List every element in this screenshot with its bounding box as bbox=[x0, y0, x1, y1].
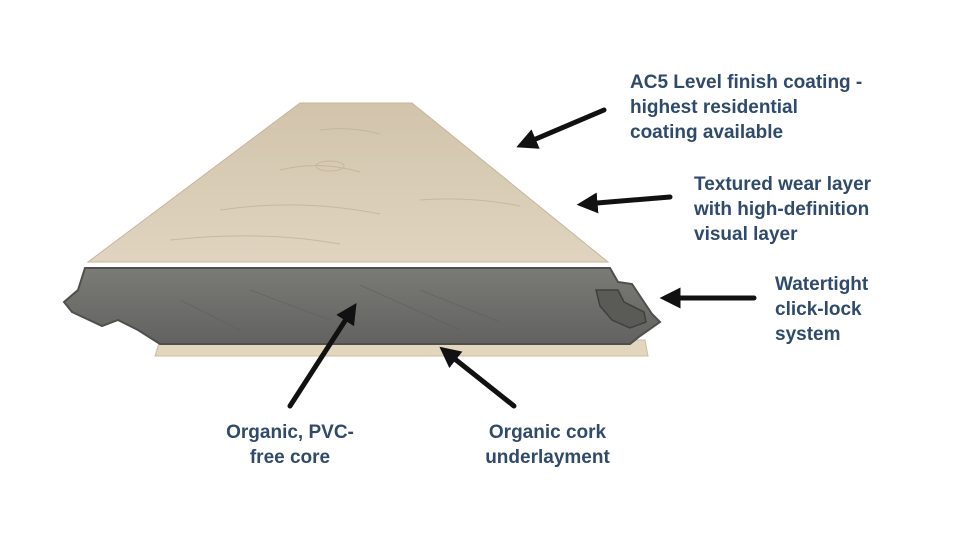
callout-underlayment: Organic cork underlayment bbox=[445, 420, 650, 470]
callout-finish-coating: AC5 Level finish coating - highest resid… bbox=[630, 70, 862, 145]
wear-layer-top bbox=[86, 102, 610, 263]
core-layer bbox=[62, 267, 662, 345]
callout-core: Organic, PVC- free core bbox=[190, 420, 390, 470]
callout-core-line-1: Organic, PVC- bbox=[226, 422, 354, 443]
arrow-finish-coating bbox=[516, 107, 607, 149]
click-lock-groove bbox=[595, 289, 647, 329]
callout-click-lock-line-1: Watertight bbox=[775, 274, 869, 295]
arrow-core bbox=[287, 302, 357, 409]
callout-finish-coating-line-1: AC5 Level finish coating - bbox=[630, 72, 863, 93]
callout-underlayment-line-2: underlayment bbox=[485, 447, 610, 468]
callout-click-lock-line-2: click-lock bbox=[775, 299, 862, 320]
core-texture bbox=[179, 284, 501, 331]
callout-wear-layer-line-3: visual layer bbox=[694, 224, 798, 245]
callout-finish-coating-line-2: highest residential bbox=[630, 97, 798, 118]
callout-wear-layer-line-2: with high-definition bbox=[694, 199, 870, 220]
callout-wear-layer: Textured wear layer with high-definition… bbox=[694, 172, 871, 247]
callout-click-lock: Watertight click-lock system bbox=[775, 272, 868, 347]
callout-underlayment-line-1: Organic cork bbox=[488, 422, 607, 443]
wood-grain bbox=[169, 128, 521, 245]
callout-wear-layer-line-1: Textured wear layer bbox=[694, 174, 872, 195]
arrow-underlayment bbox=[439, 346, 517, 409]
arrow-wear-layer bbox=[576, 192, 673, 214]
callout-core-line-2: free core bbox=[249, 447, 331, 468]
callout-click-lock-line-3: system bbox=[775, 324, 841, 345]
callout-finish-coating-line-3: coating available bbox=[630, 122, 784, 143]
